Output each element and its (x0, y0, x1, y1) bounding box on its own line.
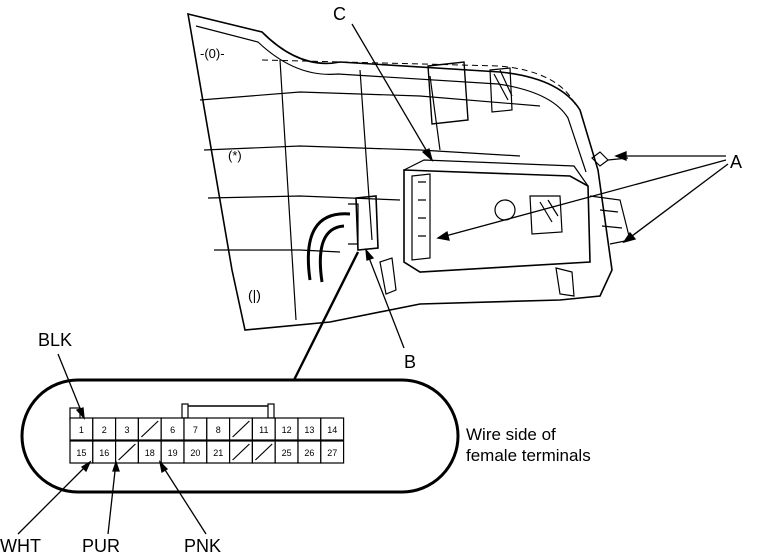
pin-number: 8 (216, 425, 221, 435)
empty-cavity-slash (254, 443, 273, 461)
empty-cavity-slash (118, 443, 136, 461)
pin-number: 6 (170, 425, 175, 435)
pin-cell-empty (251, 440, 276, 464)
connector-note-line1: Wire side of (466, 425, 556, 444)
leader-connector (292, 251, 360, 381)
pin-cell-empty (114, 440, 139, 464)
callout-a: A (730, 152, 742, 172)
arrowhead-pur (112, 459, 120, 472)
callout-b: B (404, 352, 416, 372)
pin-number: 20 (190, 448, 200, 458)
empty-cavity-slash (232, 443, 250, 461)
leader-a-right (623, 163, 729, 243)
arrowhead-b (365, 248, 375, 261)
empty-cavity-slash (140, 420, 159, 438)
pin-number: 21 (213, 448, 223, 458)
arrowhead-c (421, 148, 434, 162)
hidden-edge-line (261, 59, 577, 107)
connector-note-line2: female terminals (466, 446, 591, 465)
leader-pur (107, 461, 117, 535)
pin-number: 7 (193, 425, 198, 435)
pin-number: 25 (282, 448, 292, 458)
pin-cell-13: 13 (297, 417, 322, 441)
pin-number: 2 (102, 425, 107, 435)
arrowhead-a-right (622, 231, 637, 244)
wire-label-wht: WHT (0, 536, 41, 556)
pin-cell-18: 18 (137, 440, 162, 464)
wire-label-blk: BLK (38, 330, 72, 350)
pin-number: 13 (304, 425, 314, 435)
latch-tab-left (181, 403, 189, 419)
arrowhead-a-middle (436, 230, 450, 241)
arrowhead-a-screw (614, 151, 627, 161)
panel-symbol-middle: (*) (228, 148, 242, 163)
panel-symbol-upper: -(0)- (200, 46, 225, 61)
pin-number: 15 (76, 448, 86, 458)
wire-label-pur: PUR (82, 536, 120, 556)
pin-cell-15: 15 (69, 440, 94, 464)
pin-number: 3 (124, 425, 129, 435)
leader-lines (292, 23, 729, 381)
arrowhead-pnk (158, 460, 169, 474)
pin-number: 12 (282, 425, 292, 435)
pin-cell-25: 25 (274, 440, 299, 464)
pin-cell-11: 11 (251, 417, 276, 441)
pin-cell-empty (229, 440, 254, 464)
pin-cell-27: 27 (320, 440, 345, 464)
pin-cell-14: 14 (320, 417, 345, 441)
pin-number: 27 (327, 448, 337, 458)
empty-cavity-slash (232, 420, 250, 438)
pin-number: 11 (259, 425, 268, 435)
callout-c: C (333, 4, 346, 24)
pin-number: 14 (327, 425, 337, 435)
leader-blk (57, 353, 85, 419)
pin-cell-2: 2 (92, 417, 117, 441)
leader-pnk (159, 461, 207, 535)
pin-number: 19 (168, 448, 178, 458)
pin-number: 18 (145, 448, 155, 458)
pin-cell-21: 21 (206, 440, 231, 464)
pin-cell-empty (229, 417, 254, 441)
leader-a-middle (437, 159, 727, 239)
pin-cell-20: 20 (183, 440, 208, 464)
pin-cell-6: 6 (160, 417, 185, 441)
panel-symbol-lower: (|) (248, 287, 261, 303)
panel-assembly-illustration (187, 12, 631, 331)
pin-cell-1: 1 (69, 417, 94, 441)
arrowhead-blk (75, 407, 85, 420)
pin-cell-26: 26 (297, 440, 322, 464)
pin-number: 26 (304, 448, 314, 458)
pin-cell-19: 19 (160, 440, 185, 464)
leader-b (365, 249, 405, 349)
pin-cell-7: 7 (183, 417, 208, 441)
pin-cell-empty (137, 417, 162, 441)
arrowhead-wht (80, 460, 92, 473)
pin-cell-16: 16 (92, 440, 117, 464)
latch-tab-right (267, 403, 275, 419)
leader-wht (17, 461, 91, 535)
pin-cell-12: 12 (274, 417, 299, 441)
pin-cell-3: 3 (114, 417, 139, 441)
leader-c (351, 23, 433, 161)
pin-number: 16 (99, 448, 109, 458)
pin-number: 1 (79, 425, 84, 435)
wire-label-pnk: PNK (184, 536, 221, 556)
pin-cell-8: 8 (206, 417, 231, 441)
wire-leaders (17, 353, 207, 535)
